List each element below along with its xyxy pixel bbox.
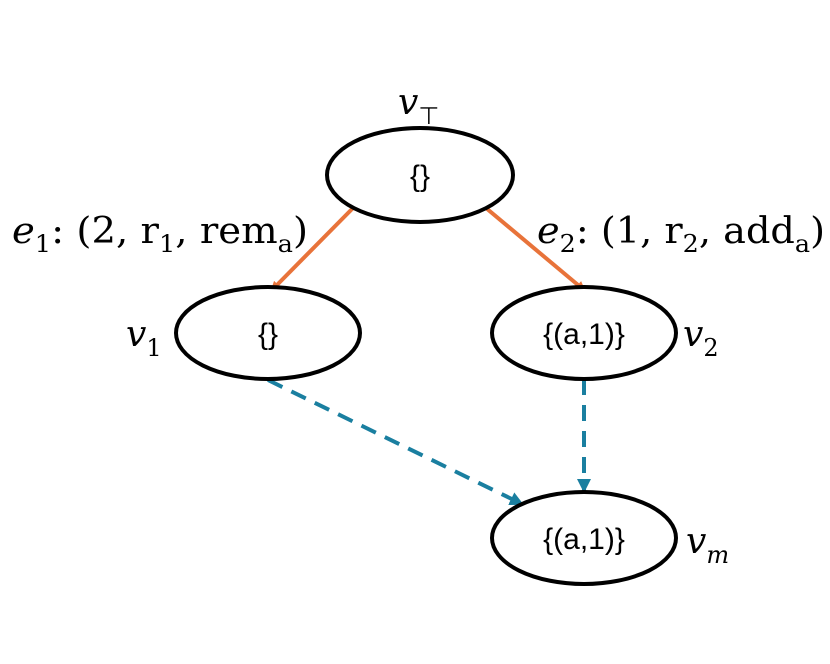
- node-v2: {(a,1)}: [490, 285, 678, 381]
- label-v1-sub: 1: [146, 334, 161, 362]
- label-e1-op: rem: [200, 211, 278, 252]
- edge-e2-arrow: [484, 206, 586, 292]
- label-e2-sub: 2: [560, 230, 576, 258]
- label-v-top: v⊤: [398, 82, 439, 130]
- label-vm-sub: m: [706, 541, 729, 569]
- label-e2-op: add: [723, 211, 795, 252]
- label-e2-sep2: ,: [699, 211, 723, 252]
- label-e1-r-sub: 1: [159, 230, 175, 258]
- label-v-top-sub: ⊤: [418, 103, 439, 130]
- label-v1-name: v: [126, 314, 146, 355]
- label-e1-op-sub: a: [278, 230, 293, 258]
- node-v1-value: {}: [258, 318, 278, 351]
- label-e2-r-sub: 2: [683, 230, 699, 258]
- label-v-top-name: v: [398, 82, 418, 123]
- node-v2-value: {(a,1)}: [543, 318, 625, 351]
- label-e1-name: e: [12, 211, 35, 252]
- node-vm-value: {(a,1)}: [543, 523, 625, 556]
- label-e1-sep: : (2,: [51, 211, 140, 252]
- label-e2-name: e: [537, 211, 560, 252]
- node-v-top-value: {}: [410, 160, 430, 193]
- edge-e1-arrow: [270, 206, 355, 292]
- label-e1-sep2: ,: [175, 211, 200, 252]
- label-v2-name: v: [683, 314, 703, 355]
- node-vm: {(a,1)}: [490, 490, 678, 586]
- label-e2-r: r: [664, 211, 683, 252]
- label-v1: v1: [126, 314, 162, 362]
- label-v2: v2: [683, 314, 719, 362]
- node-v1: {}: [174, 285, 362, 381]
- label-vm-name: v: [686, 521, 706, 562]
- label-v2-sub: 2: [703, 334, 718, 362]
- label-e2-op-sub: a: [795, 230, 810, 258]
- label-e2-sep: : (1,: [576, 211, 665, 252]
- node-v-top: {}: [325, 126, 515, 224]
- label-e1-r: r: [141, 211, 160, 252]
- merge-edge-v1-vm: [267, 378, 524, 506]
- label-vm: vm: [686, 521, 729, 569]
- label-e2-close: ): [810, 211, 825, 252]
- label-e1-sub: 1: [35, 230, 51, 258]
- label-e1-close: ): [293, 211, 308, 252]
